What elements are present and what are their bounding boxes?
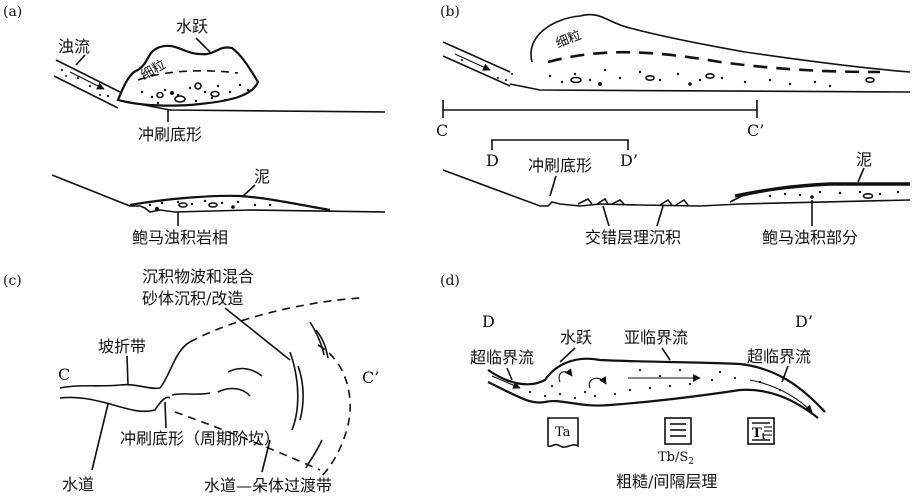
hydraulic-jump-label-d: 水跃 — [560, 328, 592, 347]
supercritical-right-leader — [781, 365, 789, 383]
fine-grained-label-a: 细粒 — [139, 57, 169, 83]
cross-bedded-leader-2 — [656, 205, 664, 227]
bouma-label-a: 鲍马浊积岩相 — [132, 228, 228, 247]
slope-break-leader — [126, 355, 129, 386]
tt-log-icon: Tt — [747, 417, 775, 445]
flow-inlet-b — [442, 41, 513, 87]
panel-d: (d) D D’ 超临界流 水跃 亚临界流 超临界流 — [440, 273, 826, 491]
lower-floor-b — [442, 169, 911, 207]
d-right-label-d: D’ — [795, 312, 813, 331]
turbidity-current-flow — [53, 59, 121, 109]
d-right-label-b: D’ — [620, 151, 638, 170]
reworking-leader — [224, 307, 291, 361]
flow-lower-boundary — [487, 381, 819, 419]
sediment-fill-a — [140, 82, 250, 105]
supercritical-left-leader — [506, 367, 513, 381]
ta-label: Ta — [555, 425, 571, 440]
bouma-part-fill — [768, 190, 900, 200]
bouma-deposit-dots — [148, 199, 272, 212]
scour-label-a: 冲刷底形 — [138, 125, 202, 144]
tt-label: Tt — [752, 426, 766, 441]
mud-leader-b — [857, 167, 865, 183]
tb-s2-subscript: 2 — [688, 457, 694, 467]
c-right-label-c: C’ — [362, 368, 379, 387]
tt-subscript: t — [762, 431, 766, 441]
hydraulic-jump-label: 水跃 — [176, 17, 208, 36]
sediment-fill-b — [548, 68, 875, 88]
bracket-c — [442, 100, 758, 111]
channel-leader — [91, 403, 109, 471]
channel-mouth-tongue — [171, 392, 211, 396]
scour-cyclic-leader — [164, 401, 167, 429]
transition-leader — [261, 439, 271, 473]
channel-wall-lower — [59, 396, 171, 413]
panel-c: (c) 沉积物波和混合 砂体沉积/改造 坡折带 C C’ 冲刷底形（周期阶坎） — [3, 267, 379, 495]
channel-wall-upper — [59, 341, 191, 390]
supercritical-right-label: 超临界流 — [747, 347, 811, 366]
hydraulic-jump-leader-d — [559, 347, 576, 363]
cross-bedded-ripples — [577, 191, 761, 206]
turbidity-current-label: 浊流 — [58, 37, 90, 56]
fine-grained-cloud — [530, 13, 911, 73]
sediment-waves — [217, 321, 329, 469]
tb-log-icon: Tb/S2 — [658, 417, 694, 467]
lobe-outline-lower — [174, 411, 321, 471]
subcritical-label: 亚临界流 — [624, 328, 688, 347]
scour-leader-b — [549, 175, 557, 197]
mud-label-b: 泥 — [856, 150, 872, 169]
cross-bedded-label: 交错层理沉积 — [585, 228, 681, 247]
slope-break-label: 坡折带 — [98, 337, 146, 356]
panel-a-label: (a) — [3, 4, 22, 20]
mud-leader-a — [241, 184, 256, 198]
hydraulic-jump-body — [116, 44, 260, 107]
cross-bedded-leader-1 — [602, 205, 610, 227]
c-right-label-b: C’ — [747, 121, 764, 140]
panel-b: (b) 细粒 — [436, 4, 911, 247]
turbidity-current-leader — [75, 54, 86, 66]
flow-arrows-d — [491, 368, 813, 413]
mud-drape-a — [129, 194, 331, 212]
subcritical-leader — [661, 347, 671, 361]
scour-label-b: 冲刷底形 — [528, 156, 592, 175]
jump-internal-dash — [137, 70, 239, 81]
transition-label: 水道—朵体过渡带 — [204, 476, 332, 495]
reworking-label-line1: 沉积物波和混合 — [142, 267, 254, 286]
fine-grained-label-b: 细粒 — [554, 28, 584, 52]
lower-floor-a — [51, 174, 386, 213]
supercritical-left-label: 超临界流 — [470, 348, 534, 367]
mud-layer-b — [734, 182, 910, 198]
lobe-outer-front — [317, 344, 351, 479]
coarse-interbedded-label: 粗糙/间隔层理 — [616, 472, 717, 491]
bracket-d — [491, 139, 629, 150]
mud-label-a: 泥 — [254, 167, 270, 186]
panel-d-label: (d) — [440, 273, 460, 289]
panel-a: (a) 浊流 水跃 细粒 — [3, 4, 386, 247]
panel-c-label: (c) — [3, 273, 22, 289]
panel-b-label: (b) — [440, 4, 460, 20]
c-left-label-b: C — [436, 121, 448, 140]
channel-label: 水道 — [62, 475, 94, 494]
ta-log-icon: Ta — [547, 417, 579, 448]
d-left-label-b: D — [486, 151, 499, 170]
d-left-label-d: D — [482, 312, 495, 331]
hydraulic-jump-leader — [195, 37, 211, 53]
basin-floor-a — [117, 99, 386, 113]
c-left-label-c: C — [58, 365, 70, 384]
reworking-label-line2: 砂体沉积/改造 — [142, 289, 243, 308]
bouma-part-label: 鲍马浊积部分 — [762, 228, 858, 247]
fine-grained-dash-b — [547, 50, 881, 74]
tb-s2-label: Tb/S2 — [658, 450, 694, 467]
basin-floor-b — [509, 83, 911, 93]
flow-upper-boundary — [487, 357, 826, 413]
lobe-outline-upper — [189, 297, 361, 343]
scour-cyclic-label: 冲刷底形（周期阶坎） — [120, 429, 280, 448]
tb-s2-prefix: Tb/S — [658, 450, 688, 465]
tt-main: T — [752, 426, 762, 441]
flow-fill-dots-d — [528, 368, 782, 400]
